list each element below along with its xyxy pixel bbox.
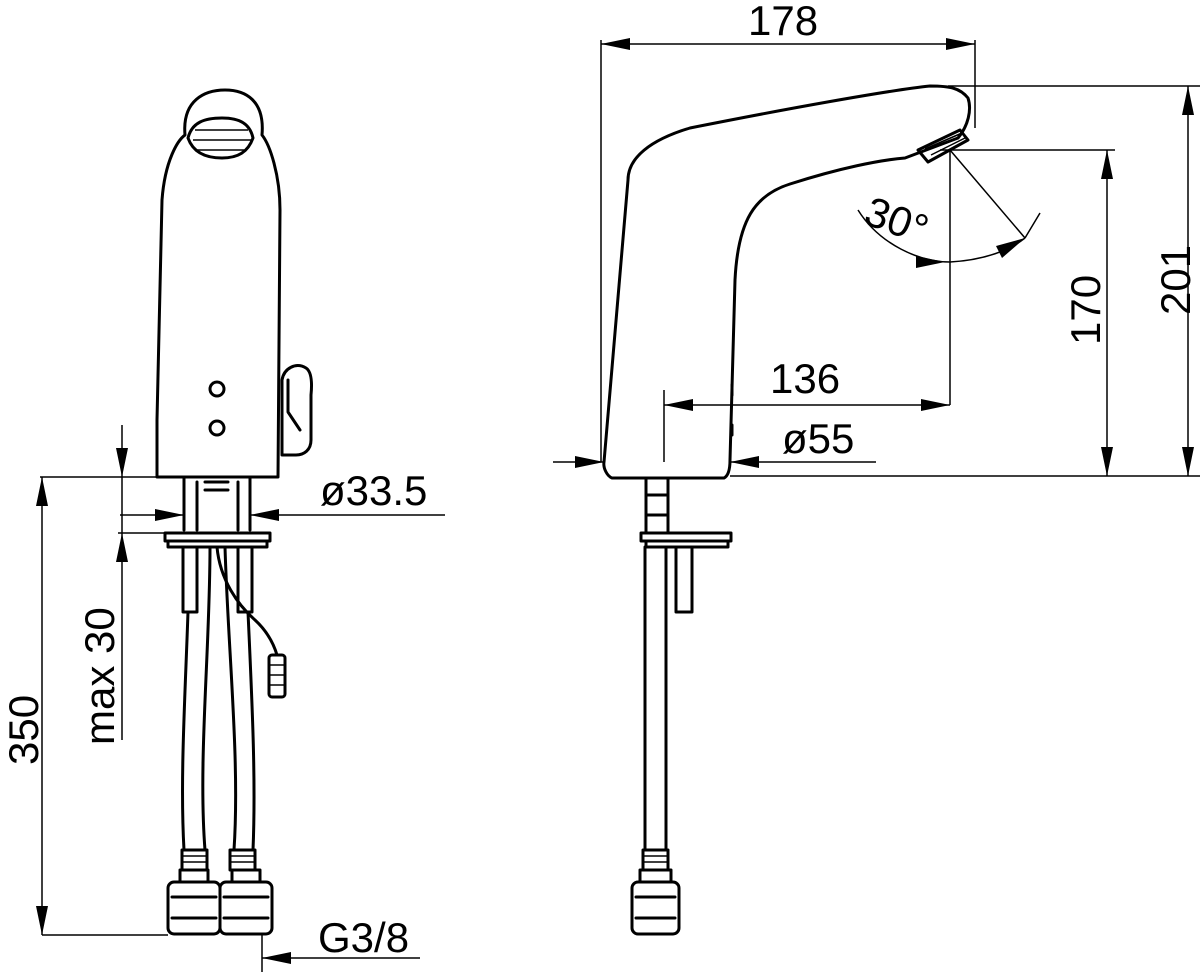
- mounting-shank: [182, 475, 252, 532]
- dim-deck-thickness: max 30: [40, 425, 165, 745]
- hose-ferrules: [180, 848, 257, 872]
- sensor-dot-bottom: [208, 419, 226, 437]
- aerator-side: [916, 128, 970, 164]
- dim-body-diameter: ø33.5: [120, 467, 445, 521]
- sensor-dot-top: [208, 380, 226, 398]
- label-connection-thread: G3/8: [318, 914, 409, 961]
- label-hose-length: 350: [0, 695, 47, 765]
- shank-side: [644, 476, 670, 535]
- faucet-body-front: [155, 88, 282, 479]
- dim-outlet-height: 170: [940, 149, 1115, 476]
- side-lever: [280, 364, 313, 457]
- faucet-body-side: [602, 84, 972, 480]
- label-body-diameter: ø33.5: [320, 467, 427, 514]
- label-deck-thickness: max 30: [76, 607, 123, 745]
- label-spray-angle: 30°: [859, 187, 935, 253]
- dim-total-height: 201: [730, 85, 1200, 477]
- threaded-rod-side: [674, 545, 694, 614]
- hose-right: [223, 545, 256, 852]
- sensor-cable: [215, 545, 279, 657]
- cable-connector: [267, 653, 287, 699]
- connection-nut-side: [630, 880, 681, 936]
- dim-spray-angle: 30°: [857, 149, 1041, 268]
- label-outlet-height: 170: [1062, 275, 1109, 345]
- side-view: 178 201 170 136 ø55: [553, 0, 1200, 936]
- label-spout-reach: 136: [770, 355, 840, 402]
- hose-side: [643, 545, 668, 852]
- dim-spout-reach: 136: [663, 150, 951, 462]
- dim-base-diameter: ø55: [553, 415, 876, 468]
- hose-left: [181, 545, 212, 852]
- front-view: ø33.5 max 30 350 G3/8: [0, 88, 445, 972]
- connection-nuts: [166, 868, 274, 936]
- dim-hose-length: 350: [0, 477, 168, 936]
- label-total-height: 201: [1152, 245, 1199, 315]
- dim-connection-thread: G3/8: [261, 914, 420, 972]
- dim-overall-depth: 178: [600, 0, 976, 462]
- label-overall-depth: 178: [748, 0, 818, 44]
- aerator: [186, 116, 255, 160]
- label-base-diameter: ø55: [782, 415, 854, 462]
